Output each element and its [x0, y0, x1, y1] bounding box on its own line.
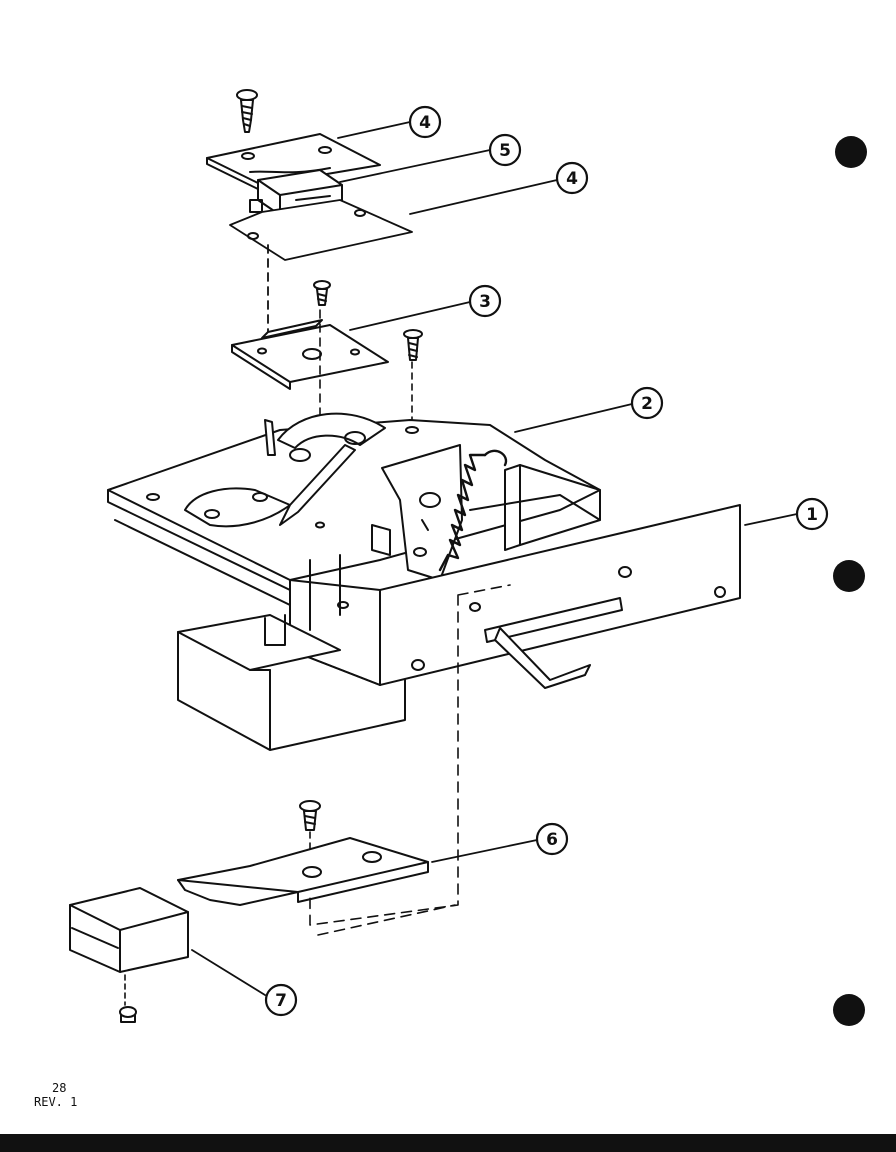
- binder-hole-top: [835, 136, 867, 168]
- leader-line-7: [191, 949, 266, 996]
- leader-line-6: [431, 839, 538, 863]
- part-7-block: [69, 887, 189, 1023]
- callout-label-2: 2: [641, 394, 653, 414]
- callout-label-3: 3: [479, 292, 491, 312]
- callout-label-4-upper: 4: [419, 113, 431, 133]
- callout-circle-7: [264, 983, 298, 1017]
- part-3-bracket: [231, 319, 389, 390]
- leader-line-1: [744, 513, 798, 526]
- frame-upright: [469, 464, 601, 551]
- screw-right: [403, 329, 423, 426]
- scan-edge-bottom: [0, 1134, 896, 1152]
- binder-hole-middle: [833, 560, 865, 592]
- leader-line-4-upper: [337, 121, 411, 139]
- callout-label-4-lower: 4: [566, 169, 578, 189]
- sector-cam: [264, 412, 386, 456]
- callout-circle-4-upper: [408, 105, 442, 139]
- callout-circle-4-lower: [555, 161, 589, 195]
- callout-label-6: 6: [546, 830, 558, 850]
- screw-top: [236, 89, 258, 133]
- alignment-line-lower: [309, 584, 511, 926]
- part-4-insulator-plate-lower: [229, 199, 413, 261]
- callout-circle-3: [468, 284, 502, 318]
- page-number: 28: [52, 1081, 66, 1095]
- screw-part-6: [299, 800, 321, 871]
- callout-label-7: 7: [275, 991, 287, 1011]
- tension-spring: [438, 449, 508, 572]
- callout-circle-2: [630, 386, 664, 420]
- leader-line-3: [349, 301, 471, 331]
- revision-label: REV. 1: [34, 1095, 77, 1109]
- callout-label-5: 5: [499, 141, 511, 161]
- callout-label-1: 1: [806, 505, 818, 525]
- callout-circle-1: [795, 497, 829, 531]
- actuator-lever: [184, 444, 356, 528]
- part-1-front-channel: [289, 504, 741, 689]
- binder-hole-bottom: [833, 994, 865, 1026]
- leader-line-4-lower: [409, 179, 558, 215]
- leader-line-5: [339, 149, 491, 183]
- part-6-mounting-plate: [177, 837, 429, 906]
- callout-circle-5: [488, 133, 522, 167]
- screw-part-3: [313, 280, 331, 306]
- motor-housing: [177, 614, 406, 751]
- callout-circle-6: [535, 822, 569, 856]
- leader-line-2: [514, 403, 633, 433]
